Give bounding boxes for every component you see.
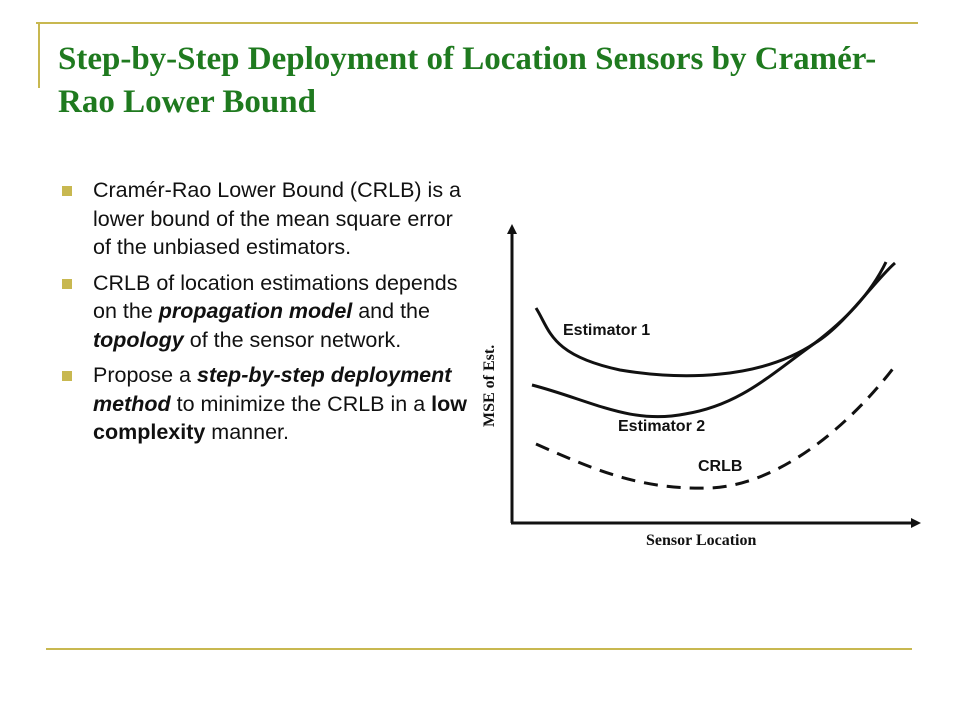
bullet-marker — [62, 371, 72, 381]
left-rule — [38, 22, 40, 88]
bullet-list: Cramér-Rao Lower Bound (CRLB) is a lower… — [60, 176, 470, 454]
bullet-text-run: Propose a — [93, 363, 197, 387]
bullet-text-run: step-by-step deployment method — [93, 363, 452, 416]
x-axis-label: Sensor Location — [646, 532, 756, 549]
bullet-text-run: low complexity — [93, 391, 467, 445]
bullet-item: Cramér-Rao Lower Bound (CRLB) is a lower… — [60, 176, 470, 262]
bottom-rule — [46, 648, 912, 650]
mse-diagram: Estimator 1 Estimator 2 CRLB Sensor Loca… — [481, 224, 921, 549]
bullet-text-run: to minimize the CRLB in a — [170, 391, 432, 416]
bullet-text-run: propagation model — [158, 299, 353, 323]
bullet-marker — [62, 186, 72, 196]
slide-title: Step-by-Step Deployment of Location Sens… — [58, 41, 877, 120]
bullet-text-run: topology — [93, 327, 184, 352]
y-axis-label: MSE of Est. — [481, 345, 498, 427]
bullet-marker — [62, 278, 72, 289]
bullet-text-run: of the sensor network. — [183, 327, 402, 352]
bullet-text-run: CRLB of location estimations depends on … — [93, 270, 458, 324]
crlb-label: CRLB — [698, 458, 742, 475]
bullet-item: Propose a step-by-step deployment method… — [60, 361, 470, 447]
bullet-text-run: and the — [352, 299, 430, 323]
estimator-1-label: Estimator 1 — [563, 322, 650, 339]
bullet-item: CRLB of location estimations depends on … — [60, 269, 470, 355]
bullet-text-run: Cramér-Rao Lower Bound (CRLB) is a lower… — [93, 178, 462, 259]
top-rule — [36, 22, 918, 24]
bullet-text-run: manner. — [205, 420, 289, 444]
estimator-2-curve — [531, 261, 888, 419]
estimator-2-label: Estimator 2 — [618, 418, 705, 435]
